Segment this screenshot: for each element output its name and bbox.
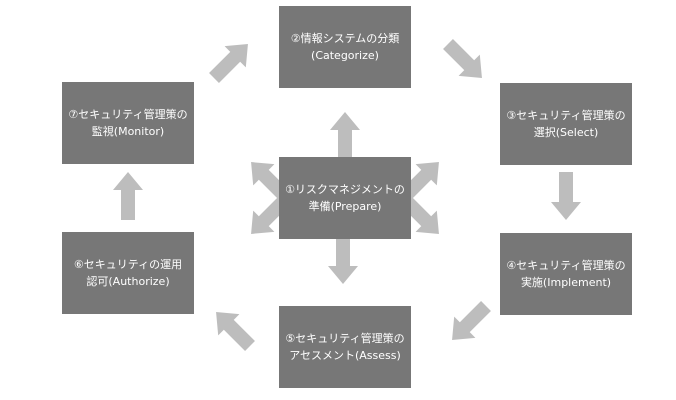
step-label: ②情報システムの分類 xyxy=(290,32,400,45)
step-label: ⑦セキュリティ管理策の xyxy=(68,108,188,121)
step-monitor-box: ⑦セキュリティ管理策の 監視(Monitor) xyxy=(62,82,194,164)
step-sublabel: 監視(Monitor) xyxy=(91,125,165,138)
arrow-prepare-down xyxy=(328,236,358,284)
step-sublabel: 実施(Implement) xyxy=(520,276,612,289)
step-sublabel: 準備(Prepare) xyxy=(308,200,382,213)
step-categorize-box: ②情報システムの分類 (Categorize) xyxy=(279,6,411,88)
arrow-implement-to-assess xyxy=(441,295,497,351)
step-label: ①リスクマネジメントの xyxy=(285,183,405,196)
step-sublabel: (Categorize) xyxy=(311,49,379,62)
step-sublabel: アセスメント(Assess) xyxy=(289,349,401,362)
arrow-select-to-implement xyxy=(551,172,581,220)
arrow-assess-to-authorize xyxy=(205,301,261,357)
step-authorize-box: ⑥セキュリティの運用 認可(Authorize) xyxy=(62,232,194,314)
arrow-authorize-to-monitor xyxy=(113,172,143,220)
arrow-prepare-up xyxy=(330,112,360,160)
step-sublabel: 認可(Authorize) xyxy=(86,275,170,288)
step-label: ④セキュリティ管理策の xyxy=(506,259,626,272)
step-select-box: ③セキュリティ管理策の 選択(Select) xyxy=(500,83,632,165)
step-prepare-box: ①リスクマネジメントの 準備(Prepare) xyxy=(279,157,411,239)
step-label: ⑤セキュリティ管理策の xyxy=(285,332,405,345)
step-label: ③セキュリティ管理策の xyxy=(506,109,626,122)
arrow-categorize-to-select xyxy=(437,33,493,89)
step-label: ⑥セキュリティの運用 xyxy=(73,258,183,271)
arrow-monitor-to-categorize xyxy=(203,33,259,89)
step-implement-box: ④セキュリティ管理策の 実施(Implement) xyxy=(500,233,632,315)
step-sublabel: 選択(Select) xyxy=(533,126,599,139)
step-assess-box: ⑤セキュリティ管理策の アセスメント(Assess) xyxy=(279,306,411,388)
